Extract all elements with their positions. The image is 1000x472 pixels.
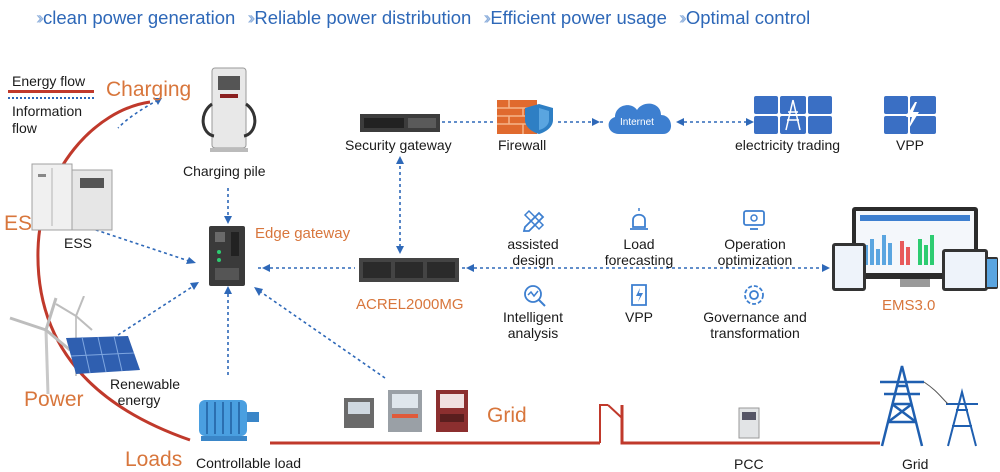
header-item-distribution: ›› Reliable power distribution (247, 7, 472, 28)
side-label-power: Power (24, 388, 84, 411)
grid-meters-icon (344, 390, 468, 432)
alarm-light-icon (630, 208, 648, 230)
security-gateway-label: Security gateway (345, 137, 452, 153)
controllable-load-label: Controllable load (196, 455, 302, 471)
legend-energy-flow-line (8, 90, 94, 93)
internet-cloud-icon (608, 103, 672, 134)
firewall-label: Firewall (498, 137, 547, 153)
header-item-clean-power: ›› clean power generation (36, 7, 236, 28)
electricity-trading-label: electricity trading (735, 137, 841, 153)
ess-label: ESS (64, 235, 93, 251)
grid-bottom-label: Grid (902, 456, 929, 472)
pencil-ruler-icon (522, 209, 545, 232)
lightning-doc-icon (631, 284, 647, 306)
edge-gateway-icon (209, 226, 245, 286)
transmission-tower-icon (880, 365, 978, 447)
security-gateway-icon (360, 114, 440, 132)
controllable-load-motor-icon (199, 400, 259, 441)
charging-pile-label: Charging pile (183, 163, 266, 179)
renewable-energy-icon (9, 296, 140, 395)
legend-energy-flow-label: Energy flow (12, 73, 86, 89)
legend-information-flow-line (8, 97, 94, 99)
ems-screens-icon (832, 207, 998, 291)
side-label-charging: Charging (106, 78, 192, 101)
pcc-meter-icon (738, 407, 760, 439)
firewall-icon (497, 100, 553, 134)
acrel-label: ACREL2000MG (356, 296, 464, 313)
header-bar: ›› clean power generation ›› Reliable po… (0, 0, 1000, 36)
header-item-control: ›› Optimal control (678, 7, 811, 28)
edge-gateway-label: Edge gateway (255, 225, 351, 242)
side-label-loads: Loads (125, 448, 183, 471)
legend-information-flow-label-2: flow (12, 120, 37, 136)
internet-label: Internet (620, 117, 654, 128)
gear-cycle-icon (744, 285, 764, 305)
magnifier-chart-icon (524, 285, 546, 307)
ems-label: EMS3.0 (882, 297, 936, 314)
function-vpp-label: VPP (624, 309, 653, 325)
side-label-grid: Grid (487, 404, 527, 427)
ess-icon (31, 163, 113, 231)
charging-pile-icon (201, 67, 257, 152)
pcc-label: PCC (734, 456, 764, 472)
legend-information-flow-label: Information (12, 103, 83, 119)
vpp-top-label: VPP (896, 137, 925, 153)
header-item-usage: ›› Efficient power usage (483, 7, 667, 28)
side-label-es: ES (4, 212, 33, 235)
monitor-gear-icon (743, 210, 765, 230)
acrel-server-icon (359, 258, 459, 282)
